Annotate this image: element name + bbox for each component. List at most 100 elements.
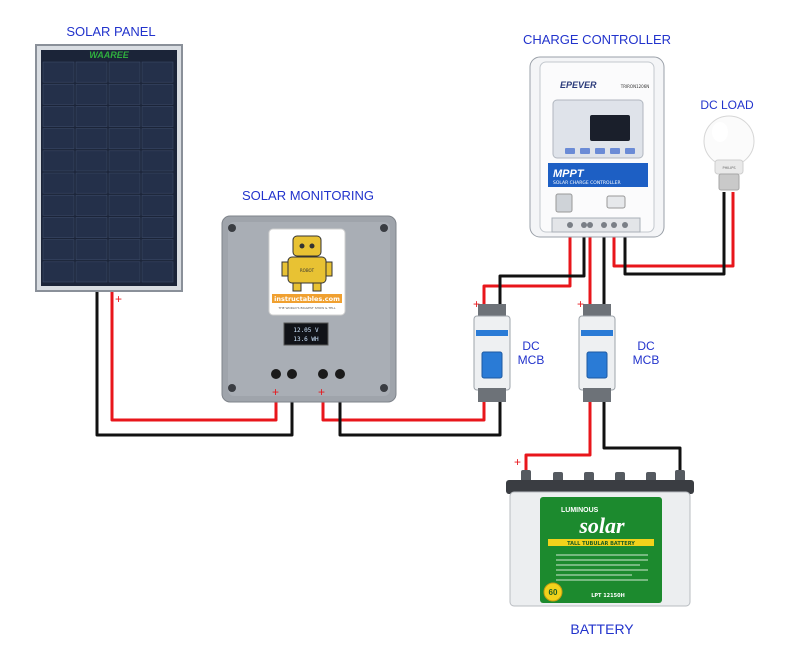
terminal-icon <box>318 369 328 379</box>
wire-load-positive <box>612 192 735 268</box>
controller-brand: EPEVER <box>560 80 597 90</box>
panel-cell <box>42 128 75 150</box>
panel-cell <box>75 128 108 150</box>
wire-monitor-out-negative <box>338 382 502 437</box>
panel-cell <box>75 172 108 194</box>
battery-terminals <box>521 470 685 482</box>
panel-cell <box>75 261 108 283</box>
wire-mcb1-negative <box>498 230 586 312</box>
panel-cell <box>141 239 174 261</box>
plus-mark-monitor-in: + <box>272 385 279 399</box>
panel-cell <box>75 217 108 238</box>
battery-type: TALL TUBULAR BATTERY <box>567 541 635 547</box>
controller-terminals <box>567 222 628 228</box>
panel-cell <box>42 150 75 172</box>
dc-mcb-1 <box>473 304 511 402</box>
terminal-icon <box>287 369 297 379</box>
panel-cell <box>42 261 75 283</box>
warranty-badge-icon <box>543 582 563 602</box>
panel-cell <box>108 150 141 172</box>
plus-mark-panel: + <box>115 292 122 306</box>
oled-display <box>283 322 329 346</box>
wire-mcb1-positive <box>482 230 572 312</box>
plus-mark-monitor-out: + <box>318 385 325 399</box>
controller-lcd <box>590 115 630 141</box>
panel-cell <box>141 172 174 194</box>
terminal-icon <box>271 369 281 379</box>
panel-cell <box>42 217 75 238</box>
panel-cell <box>42 239 75 261</box>
solar-monitoring-box: ROBOT instructables.com THE WORLD'S BIGG… <box>221 215 397 403</box>
battery-name: solar <box>578 513 625 538</box>
screw-icon <box>228 224 236 232</box>
battery-label: BATTERY <box>570 621 634 637</box>
panel-cell <box>108 106 141 127</box>
panel-cell <box>108 194 141 216</box>
panel-cell <box>141 194 174 216</box>
terminal-icon <box>335 369 345 379</box>
panel-cells <box>42 61 174 283</box>
panel-cell <box>75 194 108 216</box>
sticker-text: instructables.com <box>274 295 340 303</box>
panel-cell <box>141 261 174 283</box>
wire-panel-negative <box>95 290 294 437</box>
panel-cell <box>42 61 75 83</box>
panel-cell <box>108 128 141 150</box>
oled-line-2: 13.6 WH <box>293 336 319 343</box>
screw-icon <box>380 384 388 392</box>
bulb-brand: PHILIPS <box>722 166 736 170</box>
solar-panel-label: SOLAR PANEL <box>66 24 155 39</box>
panel-cell <box>141 61 174 83</box>
plus-mark-battery: + <box>514 455 521 469</box>
polarity-marks: + + + + + + <box>115 292 584 469</box>
panel-cell <box>108 61 141 83</box>
bulb-icon: PHILIPS <box>703 115 755 191</box>
dc-mcb-2 <box>578 304 616 402</box>
battery-model: LPT 12150H <box>591 593 625 599</box>
panel-cell <box>141 106 174 127</box>
battery-fine-print <box>556 554 648 581</box>
wire-load-negative <box>623 192 726 276</box>
panel-cell <box>108 261 141 283</box>
screw-icon <box>228 384 236 392</box>
robot-label: ROBOT <box>300 268 315 273</box>
wire-battery-negative <box>602 400 682 478</box>
panel-cell <box>42 172 75 194</box>
controller-buttons <box>565 148 635 154</box>
mcb2-label-line-1: DC <box>637 339 655 353</box>
robot-icon: ROBOT <box>281 235 333 292</box>
panel-cell <box>108 217 141 238</box>
panel-cell <box>141 150 174 172</box>
panel-cell <box>75 61 108 83</box>
controller-mppt: MPPT <box>553 168 585 180</box>
wire-battery-positive <box>524 400 592 478</box>
panel-cell <box>108 83 141 105</box>
controller-subtitle: SOLAR CHARGE CONTROLLER <box>553 180 621 186</box>
panel-cell <box>141 128 174 150</box>
battery-brand: LUMINOUS <box>561 507 599 514</box>
panel-cell <box>75 83 108 105</box>
plus-mark-mcb2: + <box>577 297 584 311</box>
battery-badge: 60 <box>549 588 558 597</box>
panel-cell <box>42 194 75 216</box>
panel-cell <box>141 83 174 105</box>
panel-cell <box>141 217 174 238</box>
controller-model: TRIRON1206N <box>620 84 650 89</box>
sticker-subtitle: THE WORLD'S BIGGEST SHOW & TELL <box>278 306 336 310</box>
panel-cell <box>42 106 75 127</box>
panel-cell <box>75 150 108 172</box>
solar-monitoring-label: SOLAR MONITORING <box>242 188 374 203</box>
charge-controller: EPEVER TRIRON1206N MPPT SOLAR CHARGE CON… <box>529 56 665 238</box>
charge-controller-label: CHARGE CONTROLLER <box>523 32 671 47</box>
panel-cell <box>75 239 108 261</box>
mcb2-label-line-2: MCB <box>633 353 660 367</box>
mcb1-label-line-2: MCB <box>518 353 545 367</box>
solar-panel: WAAREE <box>35 44 183 292</box>
screw-icon <box>380 224 388 232</box>
battery: LUMINOUS solar TALL TUBULAR BATTERY 60 L… <box>506 470 694 607</box>
panel-cell <box>108 172 141 194</box>
plus-mark-mcb1: + <box>473 297 480 311</box>
mcb1-label-line-1: DC <box>522 339 540 353</box>
panel-brand: WAAREE <box>89 50 129 60</box>
